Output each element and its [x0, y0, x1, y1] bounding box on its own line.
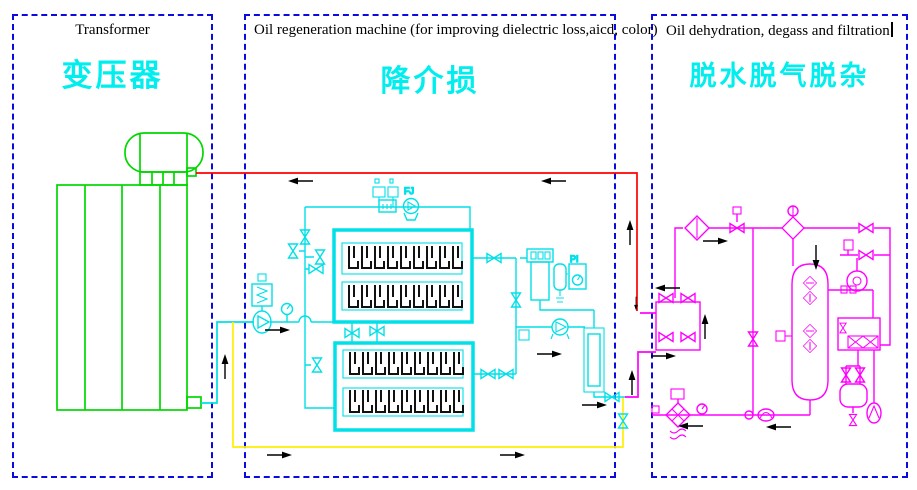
- level-gauge: [775, 330, 786, 342]
- transformer-drawing: [56, 132, 204, 411]
- text-cursor: [890, 22, 893, 37]
- zone-transformer: [12, 14, 213, 478]
- regeneration-title-en-text: Oil regeneration machine (for improving …: [254, 22, 658, 38]
- vacuum-pump: [866, 402, 882, 424]
- circulating-pump: [757, 408, 775, 422]
- conservator: [124, 132, 204, 173]
- pressure-gauge-box: PI: [568, 253, 587, 290]
- bypass-line: [232, 322, 629, 460]
- element-tank-2: [333, 341, 475, 432]
- vacuum-vessel: [775, 263, 829, 415]
- control-instruments: [372, 178, 399, 213]
- dehydration-title-zh: 脱水脱气脱杂: [651, 54, 908, 93]
- heater-filter: [665, 388, 691, 440]
- sample-tank: [839, 383, 868, 427]
- condenser-vessel: [553, 263, 568, 303]
- heater-unit: [837, 317, 881, 351]
- regeneration-machine: FJ: [251, 178, 625, 432]
- dehydration-title-en[interactable]: Oil dehydration, degass and filtration: [666, 22, 893, 40]
- regeneration-title-en: Oil regeneration machine (for improving …: [254, 22, 658, 39]
- fan: FJ: [402, 185, 420, 221]
- spray-degasser: [781, 205, 805, 266]
- discharge-pump: [550, 318, 570, 340]
- strainer: [251, 273, 273, 311]
- check-valve: [744, 410, 754, 420]
- top-outlet-stub: [186, 167, 197, 177]
- transformer-title-en-text: Transformer: [75, 22, 150, 38]
- valve-manifold: [655, 292, 701, 351]
- zone-regeneration: [244, 14, 616, 478]
- transformer-title-zh: 变压器: [12, 50, 213, 95]
- control-valve: [729, 206, 745, 234]
- pressure-gauge-inlet: [280, 302, 294, 322]
- regeneration-title-zh-text: 降介损: [380, 65, 480, 98]
- dehydration-machine: [625, 205, 891, 440]
- element-tank-1: [332, 228, 474, 324]
- suction-line: [201, 321, 254, 404]
- inline-filter: [684, 215, 710, 241]
- heating-elements: [349, 246, 463, 412]
- vacuum-column: [520, 248, 594, 311]
- fan-label: FJ: [404, 186, 414, 196]
- transformer-title-zh-text: 变压器: [61, 58, 164, 93]
- small-instrument: [518, 329, 530, 341]
- dehydration-title-zh-text: 脱水脱气脱杂: [689, 61, 870, 91]
- regeneration-title-zh: 降介损: [244, 56, 616, 100]
- pressure-gauge-label: PI: [570, 254, 579, 264]
- zone-dehydration: [651, 14, 908, 478]
- oil-flow-meter: [583, 310, 625, 403]
- drain-fitting: [651, 405, 660, 414]
- bottom-gauge: [696, 403, 708, 415]
- solenoid: [843, 239, 854, 251]
- dehydration-title-en-text[interactable]: Oil dehydration, degass and filtration: [666, 23, 890, 39]
- bottom-outlet-stub: [186, 396, 202, 409]
- transformer-title-en: Transformer: [12, 22, 213, 39]
- oil-pump: [846, 258, 868, 292]
- hot-oil-return-line: [196, 172, 639, 311]
